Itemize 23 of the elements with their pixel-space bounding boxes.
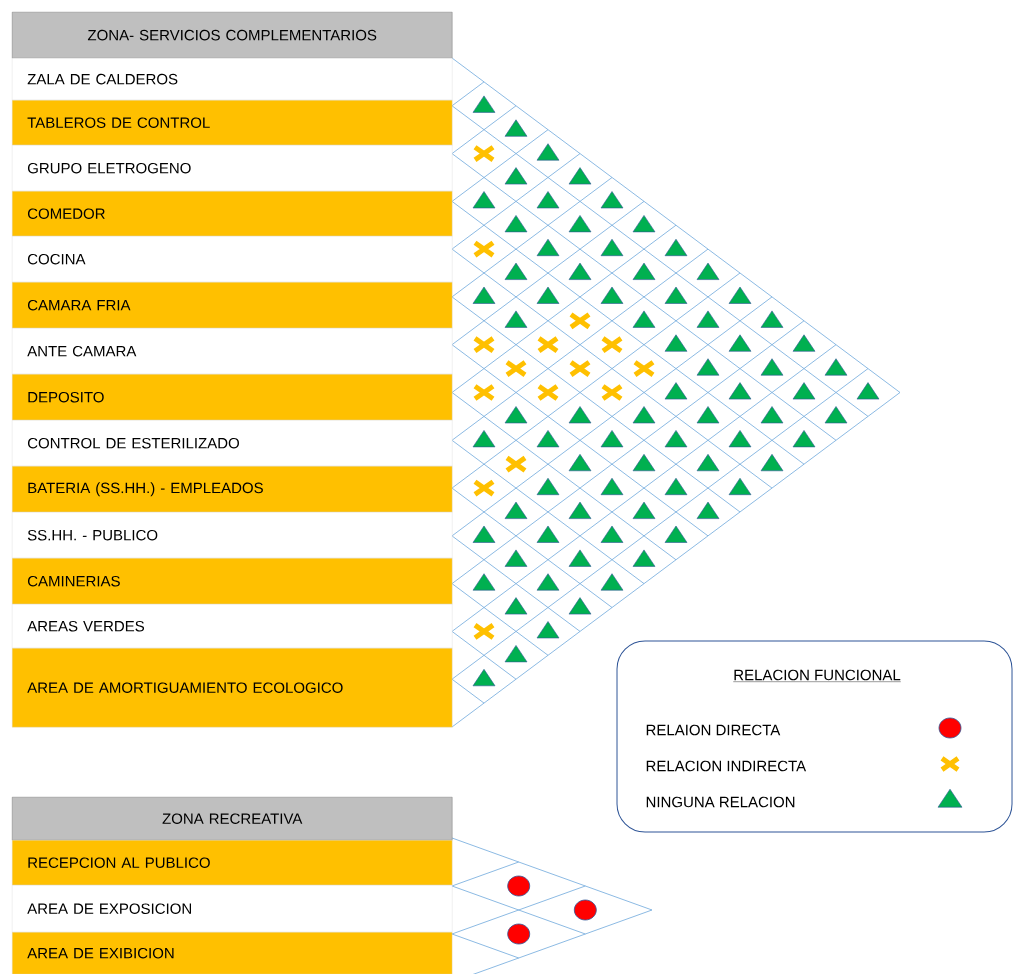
row-box: TABLEROS DE CONTROL [12,100,453,146]
row-box: GRUPO ELETROGENO [12,145,453,192]
row-box: ZALA DE CALDEROS [12,58,453,101]
legend-label: NINGUNA RELACION [646,796,795,808]
row-box: ANTE CAMARA [12,328,453,375]
row-box: RECEPCION AL PUBLICO [12,840,453,886]
row-box: AREA DE EXIBICION [12,932,453,974]
legend-label: RELAION DIRECTA [646,724,781,736]
row-box: AREA DE AMORTIGUAMIENTO ECOLOGICO [12,648,453,728]
row-box: AREAS VERDES [12,604,453,649]
row-box: DEPOSITO [12,374,453,421]
row-box: SS.HH. - PUBLICO [12,512,453,559]
row-box: AREA DE EXPOSICION [12,885,453,933]
legend-title: RELACION FUNCIONAL [733,669,901,682]
zone-header: ZONA RECREATIVA [12,797,453,841]
row-box: COCINA [12,236,453,283]
row-box: CONTROL DE ESTERILIZADO [12,420,453,467]
row-box: CAMINERIAS [12,558,453,605]
legend-label: RELACION INDIRECTA [646,760,807,772]
row-box: BATERIA (SS.HH.) - EMPLEADOS [12,466,453,513]
row-box: COMEDOR [12,191,453,237]
row-box: CAMARA FRIA [12,282,453,329]
zone-header: ZONA- SERVICIOS COMPLEMENTARIOS [12,12,453,59]
